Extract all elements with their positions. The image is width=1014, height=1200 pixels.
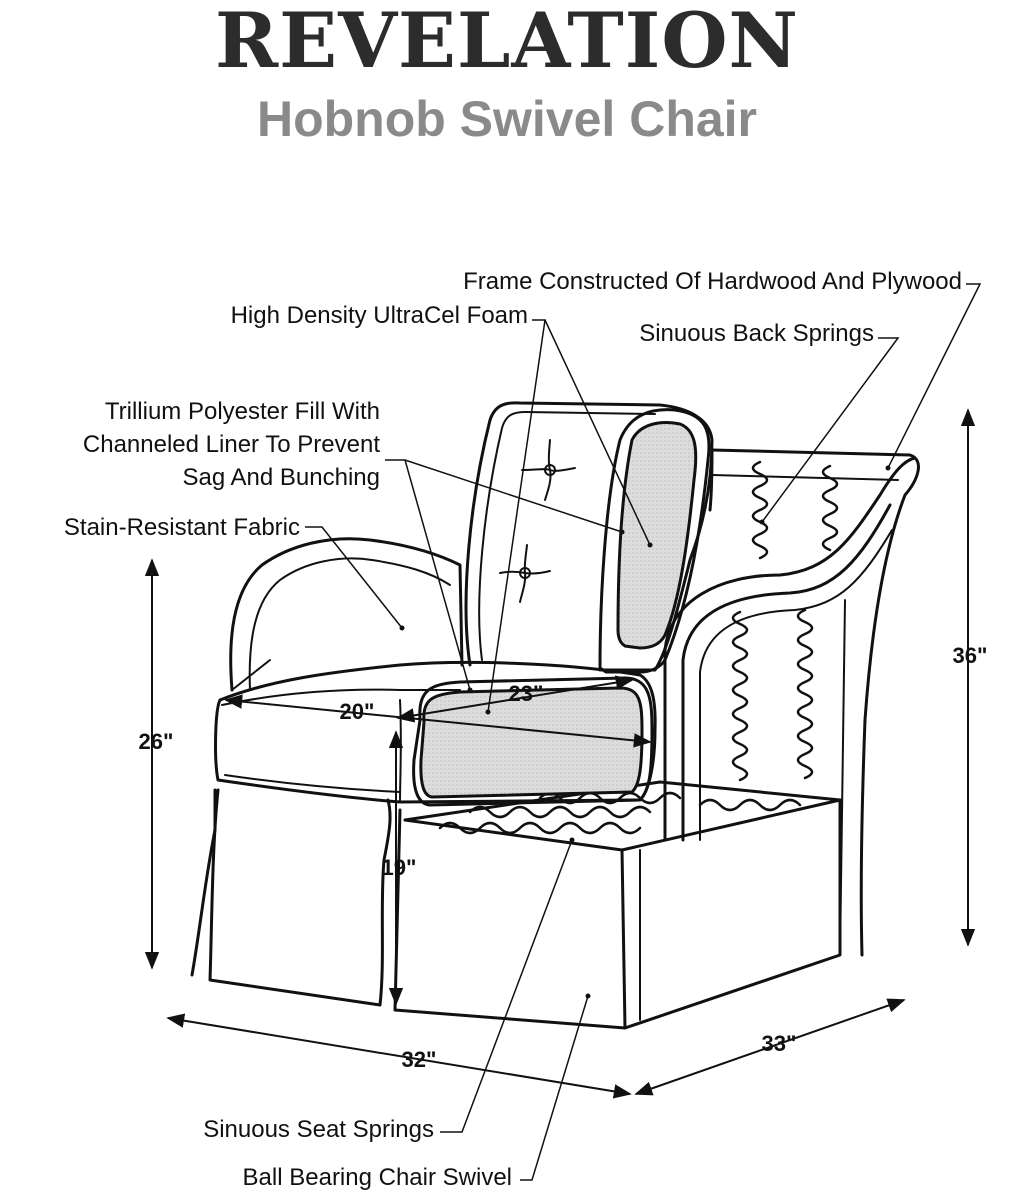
dimension-labels: 36" 26" 19" 20" 23" 32" 33"	[139, 643, 988, 1072]
right-arm	[663, 456, 917, 842]
callout-foam: High Density UltraCel Foam	[231, 302, 528, 329]
brand-logo: REVELATION	[214, 0, 799, 85]
back-cushion	[464, 401, 714, 674]
dim-width: 32"	[402, 1047, 437, 1072]
tuft-button-upper	[521, 439, 576, 501]
callout-labels: Frame Constructed Of Hardwood And Plywoo…	[64, 268, 962, 1191]
callout-frame: Frame Constructed Of Hardwood And Plywoo…	[463, 268, 962, 295]
seat-cushion	[214, 660, 657, 807]
dim-seat-depth: 23"	[509, 681, 544, 706]
dim-arm-height: 26"	[139, 729, 174, 754]
left-arm	[229, 537, 464, 692]
callout-fill-line3: Sag And Bunching	[183, 464, 381, 491]
dim-seat-width: 20"	[340, 699, 375, 724]
product-title: Hobnob Swivel Chair	[256, 91, 758, 147]
callout-fill-line1: Trillium Polyester Fill With	[105, 398, 380, 425]
callout-fabric: Stain-Resistant Fabric	[64, 514, 300, 541]
callout-swivel: Ball Bearing Chair Swivel	[243, 1164, 512, 1191]
callout-back-springs: Sinuous Back Springs	[639, 320, 874, 347]
tuft-button-lower	[499, 544, 551, 603]
dim-seat-height: 19"	[382, 855, 417, 880]
chair-skirt	[190, 780, 842, 1030]
leader-lines	[305, 283, 982, 1181]
callout-seat-springs: Sinuous Seat Springs	[203, 1116, 434, 1143]
back-springs	[731, 460, 839, 782]
callout-fill-line2: Channeled Liner To Prevent	[83, 431, 380, 458]
dimension-lines	[144, 408, 976, 1099]
back-frame	[708, 448, 920, 957]
dim-total-height: 36"	[953, 643, 988, 668]
dim-depth: 33"	[762, 1031, 797, 1056]
seat-spring-deck	[438, 791, 802, 835]
chair-illustration	[190, 401, 920, 1030]
